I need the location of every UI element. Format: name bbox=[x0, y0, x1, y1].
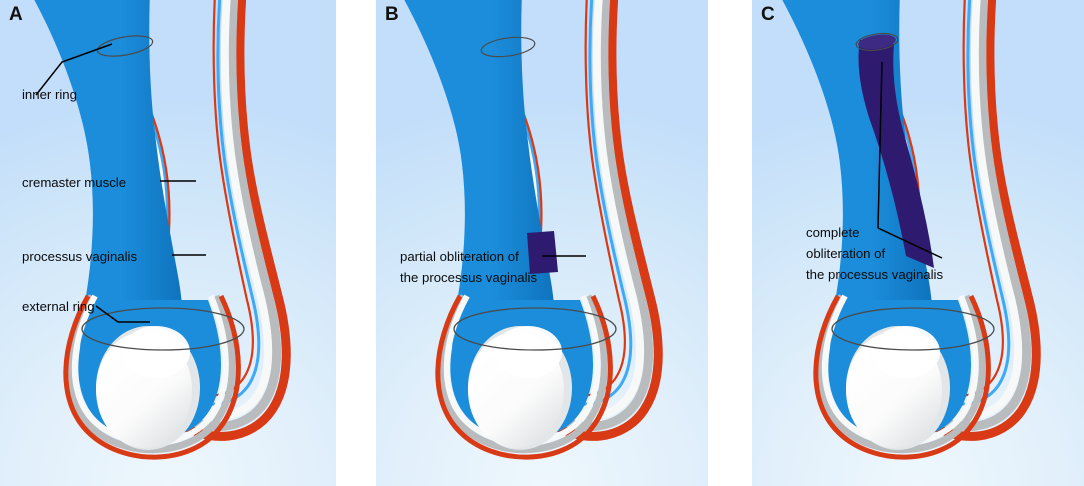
panel-a-illustration bbox=[34, 0, 291, 460]
label-cremaster-muscle: cremaster muscle bbox=[22, 174, 126, 192]
label-processus-vaginalis-line1: processus vaginalis bbox=[22, 249, 138, 264]
label-external-ring-line1: external ring bbox=[22, 299, 95, 314]
label-processus-vaginalis: processus vaginalis bbox=[22, 248, 137, 266]
panel-c: C bbox=[752, 0, 1084, 486]
panel-gap-b-c bbox=[708, 0, 752, 486]
panel-c-illustration bbox=[782, 0, 1041, 460]
external-ring-ellipse bbox=[453, 307, 617, 351]
panel-b-letter: B bbox=[385, 4, 399, 25]
label-partial-obliteration-line2: the processus vaginalis bbox=[400, 270, 538, 285]
testis bbox=[468, 326, 572, 450]
leader-lines bbox=[877, 61, 943, 259]
panel-b: B bbox=[376, 0, 708, 486]
label-complete-obliteration-line2: obliteration of bbox=[806, 246, 886, 261]
leader-complete-obliteration-lower bbox=[877, 227, 943, 259]
label-inner-ring-line1: inner ring bbox=[22, 87, 77, 102]
label-complete-obliteration-line1: complete bbox=[806, 225, 860, 240]
label-cremaster-muscle-line1: cremaster muscle bbox=[22, 175, 127, 190]
panel-gap-a-b bbox=[336, 0, 376, 486]
panel-a: A bbox=[0, 0, 336, 486]
inner-ring-ellipse bbox=[96, 35, 154, 57]
label-partial-obliteration-line1: partial obliteration of bbox=[400, 249, 519, 264]
inner-ring-ellipse bbox=[480, 36, 536, 58]
panel-a-letter: A bbox=[9, 4, 23, 25]
external-ring-ellipse bbox=[831, 307, 995, 351]
testis bbox=[846, 326, 950, 450]
leader-external-ring bbox=[95, 305, 150, 323]
label-partial-obliteration: partial obliteration of the processus va… bbox=[400, 246, 537, 288]
label-external-ring: external ring bbox=[22, 298, 95, 316]
complete-obliteration-tract bbox=[858, 34, 934, 268]
panel-b-illustration bbox=[404, 0, 663, 460]
label-complete-obliteration: complete obliteration of the processus v… bbox=[806, 222, 943, 285]
leader-inner-ring bbox=[35, 43, 113, 96]
leader-lines bbox=[35, 43, 206, 323]
testis bbox=[96, 326, 200, 450]
panel-c-letter: C bbox=[761, 4, 775, 25]
external-ring-ellipse bbox=[81, 307, 245, 351]
label-complete-obliteration-line3: the processus vaginalis bbox=[806, 267, 944, 282]
leader-complete-obliteration-upper bbox=[877, 61, 883, 229]
label-inner-ring: inner ring bbox=[22, 86, 77, 104]
partial-obliteration-block bbox=[527, 231, 558, 274]
inner-ring-ellipse bbox=[855, 32, 899, 52]
